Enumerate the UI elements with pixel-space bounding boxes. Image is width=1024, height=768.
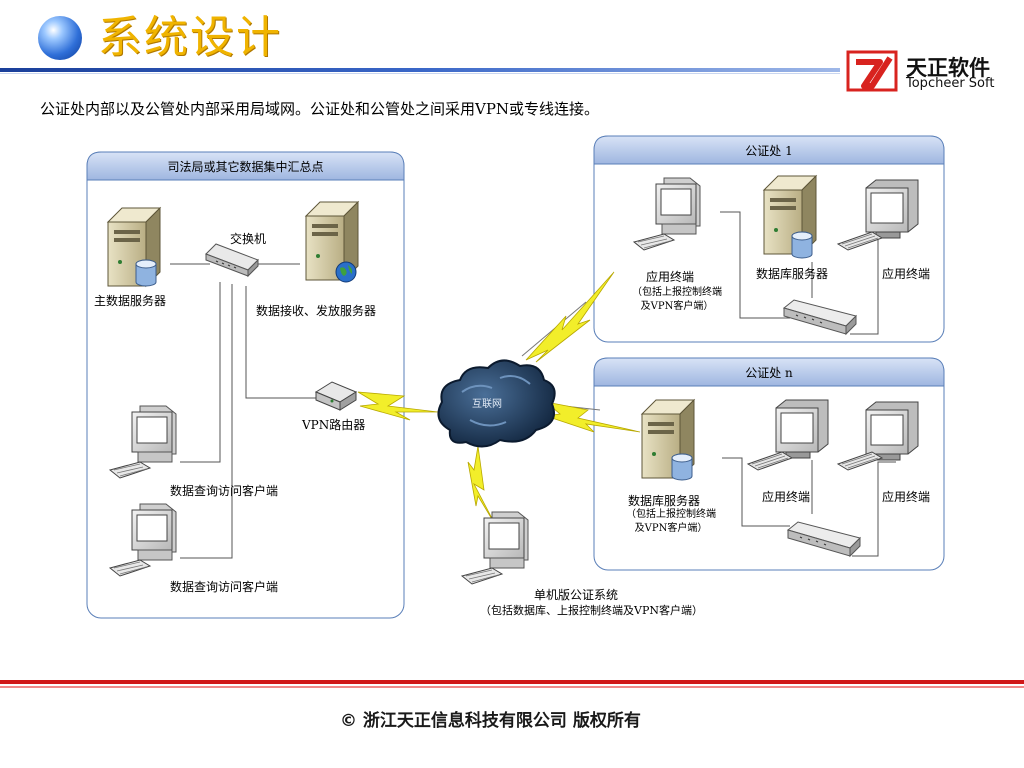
- standalone-label: 单机版公证系统: [534, 588, 619, 602]
- topcheer-logo-icon: [846, 50, 898, 92]
- vpn-router-label: VPN路由器: [302, 418, 366, 432]
- globe-icon: [335, 261, 357, 283]
- client1-label: 数据查询访问客户端: [170, 484, 279, 498]
- monitor-icon: [865, 179, 919, 239]
- copyright-text: 浙江天正信息科技有限公司 版权所有: [362, 711, 641, 731]
- logo-name-en: Topcheer Soft: [906, 76, 995, 91]
- officen-db-server-note1: （包括上报控制终端: [626, 509, 716, 520]
- lightning-bolts: [357, 271, 641, 527]
- officen-app-terminal2-label: 应用终端: [882, 490, 931, 504]
- database-icon: [135, 259, 157, 287]
- footer-rule-light: [0, 686, 1024, 688]
- officen-db-server-label: 数据库服务器: [628, 494, 701, 508]
- office1-app-terminal-label: 应用终端: [646, 270, 695, 284]
- title-rule-light: [0, 73, 840, 74]
- footer-rule: [0, 680, 1024, 684]
- intro-text: 公证处内部以及公管处内部采用局域网。公证处和公管处之间采用VPN或专线连接。: [40, 100, 600, 118]
- office1-app-terminal-note2: 及VPN客户端）: [640, 301, 714, 312]
- database-icon: [791, 231, 813, 259]
- title-rule: [0, 68, 840, 72]
- monitor-icon: [865, 401, 919, 461]
- client2-label: 数据查询访问客户端: [170, 580, 279, 594]
- copyright: © 浙江天正信息科技有限公司 版权所有: [340, 706, 641, 731]
- office1-panel-title: 公证处 1: [745, 144, 793, 158]
- monitor-icon: [775, 399, 829, 459]
- left-wiring: [170, 263, 316, 559]
- officen-app-terminal1-label: 应用终端: [762, 490, 811, 504]
- network-diagram: [86, 135, 945, 619]
- switch-label: 交换机: [230, 232, 267, 246]
- logo-name-cn: 天正软件: [906, 56, 990, 80]
- officen-db-server-note2: 及VPN客户端）: [634, 523, 708, 534]
- office1-db-server-label: 数据库服务器: [756, 267, 829, 281]
- left-panel-title: 司法局或其它数据集中汇总点: [167, 160, 324, 174]
- copyright-symbol: ©: [340, 711, 357, 731]
- internet-cloud: [437, 359, 556, 448]
- data-server-label: 数据接收、发放服务器: [256, 304, 377, 318]
- internet-label: 互联网: [472, 399, 502, 410]
- standalone-pc-icon: [461, 511, 529, 585]
- main-server-label: 主数据服务器: [94, 294, 167, 308]
- officen-wiring: [722, 457, 896, 557]
- officen-panel-title: 公证处 n: [745, 366, 793, 380]
- standalone-note: （包括数据库、上报控制终端及VPN客户端）: [480, 604, 703, 617]
- page-title: 系统设计: [98, 12, 282, 63]
- office1-app-terminal-note1: （包括上报控制终端: [632, 287, 722, 298]
- office1-app-terminal2-label: 应用终端: [882, 267, 931, 281]
- database-icon: [671, 453, 693, 481]
- bullet-ball-icon: [38, 16, 82, 60]
